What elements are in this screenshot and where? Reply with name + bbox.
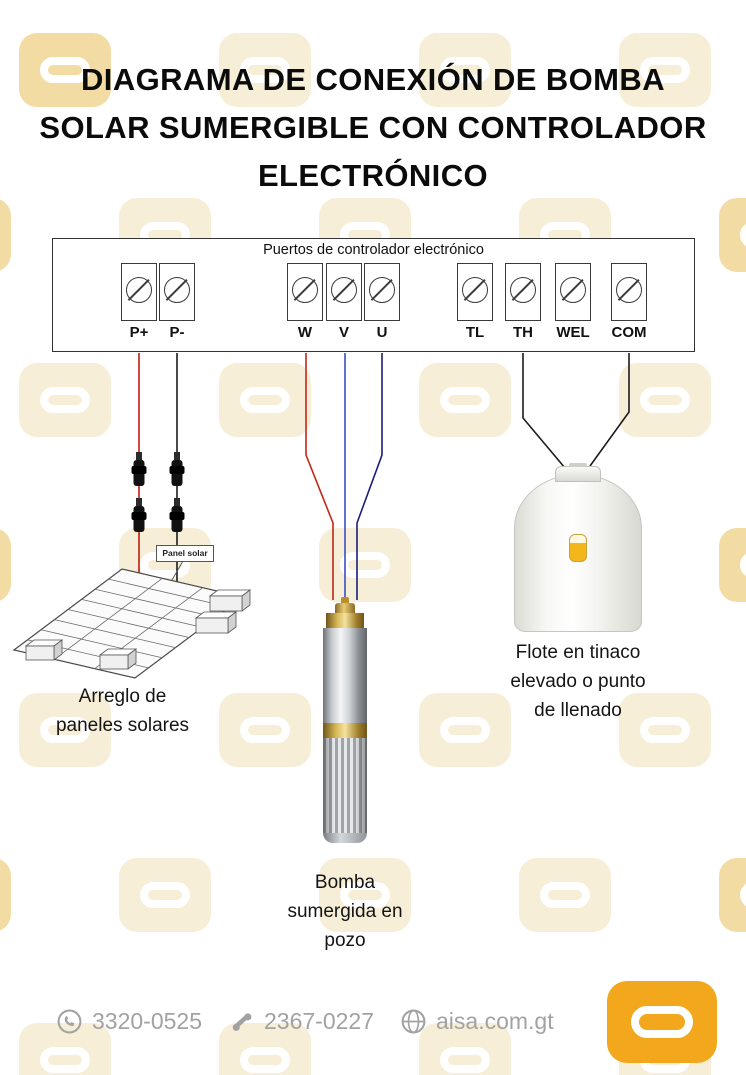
globe-icon [401,1009,426,1034]
screw-terminal-icon [616,277,642,303]
pump-top-cap [335,603,355,613]
brand-watermark [219,1023,311,1075]
whatsapp-contact: 3320-0525 [56,1008,202,1035]
screw-terminal-icon [126,277,152,303]
wire-th [522,353,566,469]
port-label: P- [169,324,185,341]
brand-watermark [519,858,611,932]
brand-watermark [319,528,411,602]
screw-terminal-icon [462,277,488,303]
port-label: TL [465,324,485,341]
port-label: TH [513,324,533,341]
screw-terminal-icon [292,277,318,303]
brand-watermark [219,33,311,107]
brand-watermark [219,363,311,437]
pump-cable-gland [341,597,349,603]
brand-watermark [719,198,746,272]
mc4-connector [131,498,147,532]
brand-watermark [619,33,711,107]
port-label: COM [611,324,647,341]
footer-contact-bar: 3320-0525 2367-0227 aisa.com.gt [56,1008,554,1035]
brand-watermark [19,363,111,437]
landline-contact: 2367-0227 [228,1008,374,1035]
terminal-U: U [364,263,400,341]
landline-number: 2367-0227 [264,1008,374,1034]
terminal-P-: P- [159,263,195,341]
brand-watermark [219,693,311,767]
port-label: V [338,324,350,341]
whatsapp-number: 3320-0525 [92,1008,202,1034]
tank-caption: Flote en tinaco elevado o punto de llena… [510,642,646,721]
brand-watermark [419,693,511,767]
panel-support-block [194,611,238,634]
solar-array-caption: Arreglo de paneles solares [55,686,190,736]
website-url: aisa.com.gt [436,1008,554,1034]
pump-caption: Bomba sumergida en pozo [287,872,403,951]
brand-watermark [119,858,211,932]
float-switch [569,534,587,562]
screw-terminal-icon [164,277,190,303]
brand-watermark [19,33,111,107]
terminal-V: V [326,263,362,341]
aisa-logo [607,981,717,1063]
port-label: U [376,324,388,341]
website-contact: aisa.com.gt [400,1008,554,1035]
terminal-W: W [287,263,323,341]
terminal-WEL: WEL [555,263,591,341]
phone-receiver-icon [232,1013,252,1031]
brand-watermark [419,1023,511,1075]
brand-watermark [0,198,11,272]
port-label: WEL [556,324,590,341]
port-label: W [297,324,313,341]
submersible-pump [323,597,367,843]
pump-impeller-body [323,738,367,833]
pump-neck [326,613,364,628]
brand-watermark [419,33,511,107]
port-label: P+ [129,324,149,341]
screw-terminal-icon [560,277,586,303]
tank-lid [555,466,601,482]
terminal-TH: TH [505,263,541,341]
panel-support-block [208,589,252,612]
panel-support-block [24,639,64,661]
pump-motor-body [323,628,367,723]
brand-watermark [619,363,711,437]
mc4-connector [169,452,185,486]
brand-watermark [719,858,746,932]
terminal-TL: TL [457,263,493,341]
terminal-P+: P+ [121,263,157,341]
brand-watermark [19,693,111,767]
panel-tag: Panel solar [156,545,214,562]
whatsapp-phone-icon [57,1009,82,1034]
screw-terminal-icon [369,277,395,303]
screw-terminal-icon [510,277,536,303]
terminal-COM: COM [611,263,647,341]
brand-watermark [319,858,411,932]
screw-terminal-icon [331,277,357,303]
controller-box-label: Puertos de controlador electrónico [263,242,484,258]
pump-bottom [323,833,367,843]
pump-coupling-band [323,723,367,738]
brand-watermark [719,528,746,602]
brand-watermark [0,858,11,932]
brand-watermark [0,528,11,602]
page-title: DIAGRAMA DE CONEXIÓN DE BOMBA SOLAR SUME… [39,62,707,193]
mc4-connector [169,498,185,532]
brand-watermark [419,363,511,437]
panel-support-block [98,648,138,670]
brand-watermark [619,693,711,767]
mc4-connector [131,452,147,486]
brand-watermark [119,528,211,602]
